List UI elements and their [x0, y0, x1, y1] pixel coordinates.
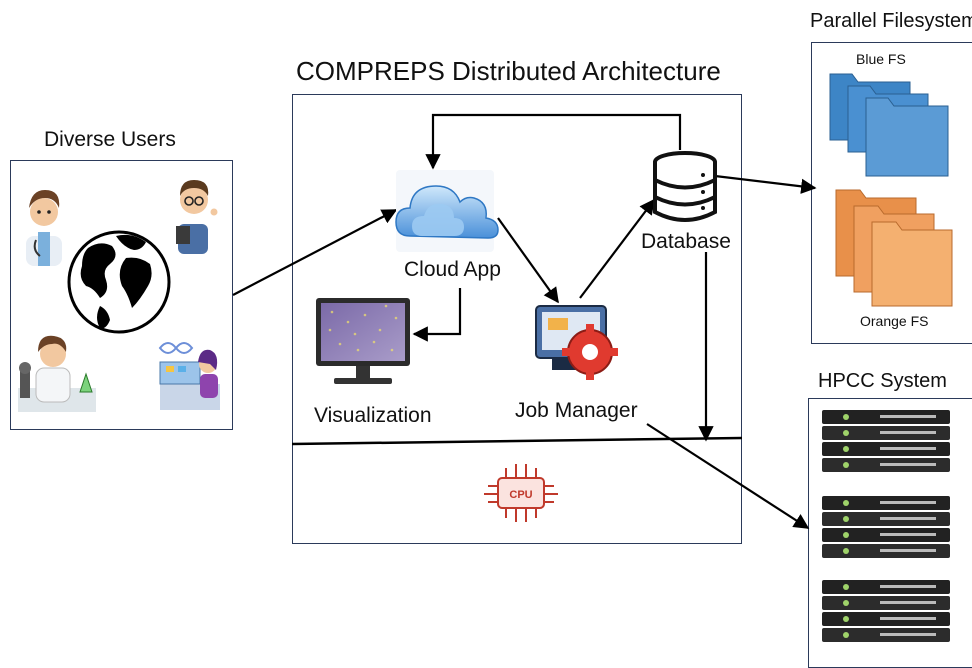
- database-icon: [653, 151, 717, 222]
- users-label: Diverse Users: [44, 128, 176, 151]
- database-to-filesystem-arrow: [714, 174, 817, 194]
- woman-at-desk-avatar-icon: [158, 342, 220, 410]
- job-to-database-arrow: [579, 198, 655, 299]
- architecture-box: [292, 94, 742, 544]
- globe-icon: [67, 230, 171, 334]
- job-manager-icon: [535, 305, 618, 380]
- student-avatar-icon: [176, 180, 218, 254]
- users-box: [10, 160, 233, 430]
- visualization-label: Visualization: [314, 404, 432, 427]
- filesystem-title: Parallel Filesystem: [810, 10, 972, 32]
- cpu-text: CPU: [509, 489, 532, 501]
- cloud-to-job-arrow: [497, 217, 559, 304]
- database-label: Database: [641, 230, 731, 253]
- orange-fs-label: Orange FS: [860, 313, 929, 329]
- doctor-avatar-icon: [26, 190, 62, 266]
- orange-folders-icon: [835, 189, 953, 307]
- blue-folders-icon: [829, 73, 949, 177]
- job-to-hpcc-arrow: [646, 423, 810, 529]
- scientist-avatar-icon: [18, 335, 96, 412]
- users-to-cloud-arrow: [232, 209, 398, 296]
- server-rack-icon: [822, 410, 950, 642]
- diagram-title: COMPREPS Distributed Architecture: [296, 56, 721, 86]
- job-manager-label: Job Manager: [515, 399, 638, 422]
- cloud-icon: [395, 170, 499, 252]
- architecture-divider: [291, 436, 743, 446]
- hpcc-title: HPCC System: [818, 370, 947, 392]
- monitor-icon: [316, 298, 410, 384]
- cloud-app-label: Cloud App: [404, 258, 501, 281]
- cloud-to-visualization-arrow: [412, 288, 462, 342]
- blue-fs-label: Blue FS: [856, 51, 906, 67]
- cpu-icon: CPU: [484, 464, 558, 522]
- database-to-cloud-arrow: [425, 113, 682, 170]
